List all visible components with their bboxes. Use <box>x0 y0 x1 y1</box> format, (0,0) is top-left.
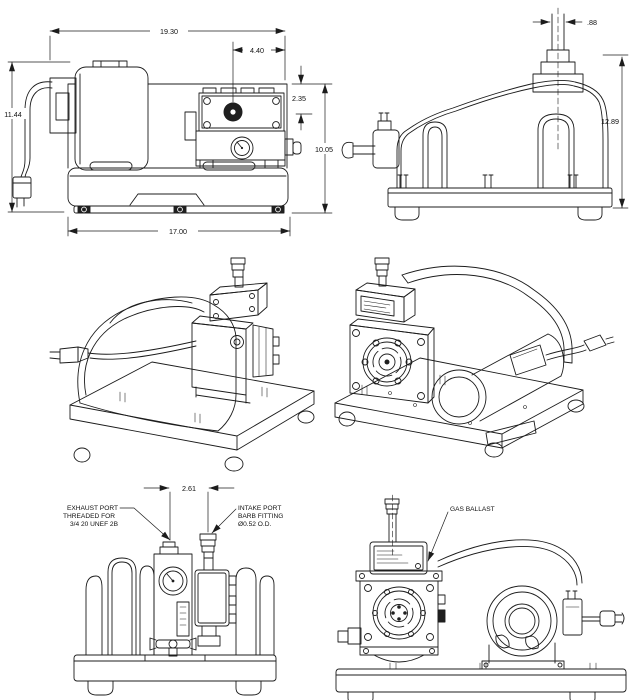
gauge <box>230 136 254 160</box>
base-plate-end <box>73 654 277 696</box>
top-view-dimensions: 19.30 4.40 11.44 2.35 10.05 17.00 <box>0 25 341 237</box>
motor-iso <box>431 333 565 446</box>
svg-text:3/4 20 UNEF 2B: 3/4 20 UNEF 2B <box>70 521 119 528</box>
pump-face-plate <box>372 586 426 640</box>
base-plate-front <box>335 662 627 700</box>
end-view-dimensions: 2.61 EXHAUST PORT THREADED FOR 3/4 20 UN… <box>63 484 283 541</box>
pump-column <box>149 541 197 657</box>
plug <box>12 176 32 199</box>
intake-barb <box>194 533 237 647</box>
gauge <box>158 566 188 596</box>
view-isometric-front <box>334 257 615 458</box>
dim-deck-to-port: 2.35 <box>292 94 306 103</box>
plug <box>599 610 616 627</box>
intake-port-callout: INTAKE PORT BARB FITTING Ø0.52 O.D. <box>211 505 283 534</box>
side-view-artwork <box>341 7 613 221</box>
side-view-dimensions: .88 12.89 <box>532 18 629 209</box>
dim-overall-length: 19.30 <box>160 27 178 36</box>
foot <box>77 205 285 214</box>
name-plate <box>369 541 428 575</box>
gas-ballast-label: GAS BALLAST <box>450 506 495 513</box>
belt-guard <box>401 265 573 364</box>
power-cord <box>12 77 77 208</box>
cover-profile <box>396 79 609 189</box>
pump-face-plate <box>362 337 412 387</box>
view-end-elevation: 2.61 EXHAUST PORT THREADED FOR 3/4 20 UN… <box>63 484 283 696</box>
view-front-elevation: GAS BALLAST <box>335 494 627 700</box>
gas-ballast-valve <box>155 639 191 649</box>
end-view-artwork <box>73 533 277 696</box>
oil-sight-glass <box>230 335 244 349</box>
dim-fitting-offset: .88 <box>587 18 597 27</box>
exhaust-port-callout: EXHAUST PORT THREADED FOR 3/4 20 UNEF 2B <box>63 505 171 541</box>
pump-module <box>184 87 302 169</box>
view-isometric-rear <box>49 257 315 472</box>
svg-text:INTAKE PORT: INTAKE PORT <box>238 505 281 512</box>
pump-head-iso2 <box>349 257 435 404</box>
dim-port-spacing: 2.61 <box>182 484 196 493</box>
iso-front-artwork <box>334 257 615 458</box>
motor-cover <box>74 60 149 171</box>
pump-head-iso <box>191 257 280 404</box>
motor-front <box>481 585 565 670</box>
power-cord-iso <box>49 340 197 364</box>
gas-ballast-fitting <box>341 112 400 169</box>
view-top-elevation: 19.30 4.40 11.44 2.35 10.05 17.00 <box>0 25 341 237</box>
dim-port-offset: 4.40 <box>250 46 264 55</box>
power-cord-iso2 <box>509 334 615 376</box>
base-plate <box>387 174 613 221</box>
belt-guard-front <box>437 539 583 586</box>
front-view-artwork <box>335 494 627 700</box>
exhaust-fitting <box>532 13 584 93</box>
iso-rear-artwork <box>49 257 315 472</box>
dim-deck-width: 10.05 <box>315 145 333 154</box>
top-view-artwork <box>12 60 302 214</box>
exhaust-port-cap <box>162 541 176 548</box>
svg-text:EXHAUST PORT: EXHAUST PORT <box>67 505 118 512</box>
dim-overall-height: 12.89 <box>601 117 619 126</box>
dim-base-length: 17.00 <box>169 227 187 236</box>
power-cord-front <box>562 590 625 636</box>
pump-head-front <box>337 570 446 663</box>
motor-cover-iso <box>77 296 237 432</box>
view-side-elevation: .88 12.89 <box>341 7 629 221</box>
gas-ballast-callout: GAS BALLAST <box>427 506 495 562</box>
svg-text:Ø0.52 O.D.: Ø0.52 O.D. <box>238 521 272 528</box>
svg-text:BARB FITTING: BARB FITTING <box>238 513 283 520</box>
top-barb <box>384 498 400 543</box>
svg-text:THREADED FOR: THREADED FOR <box>63 513 115 520</box>
dim-overall-width: 11.44 <box>4 110 21 119</box>
